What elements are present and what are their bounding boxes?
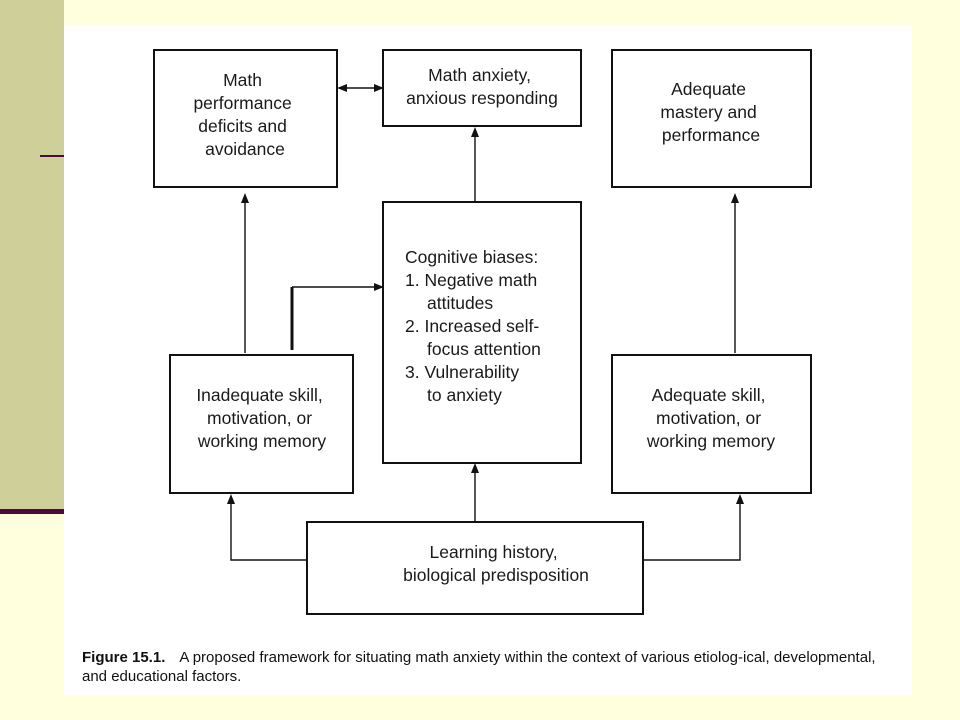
arrowhead-left — [337, 84, 347, 92]
box-math-deficits — [153, 49, 338, 188]
label-line: biological predisposition — [403, 565, 589, 585]
label-math-deficits: Math performance deficits and avoidance — [193, 70, 296, 159]
label-line: 3. Vulnerability — [405, 362, 519, 382]
label-line: 1. Negative math — [405, 270, 537, 290]
box-math-anxiety — [382, 49, 582, 127]
arrowhead-up — [731, 193, 739, 203]
label-adequate-skill: Adequate skill, motivation, or working m… — [646, 385, 776, 451]
arrowhead-up — [227, 494, 235, 504]
label-math-anxiety: Math anxiety, anxious responding — [406, 65, 558, 108]
label-line: anxious responding — [406, 88, 558, 108]
label-line: Math anxiety, — [428, 65, 531, 85]
box-inadequate-skill — [169, 354, 354, 494]
label-line: Adequate skill, — [652, 385, 766, 405]
arrowhead-up — [471, 463, 479, 473]
label-line: to anxiety — [427, 385, 502, 405]
arrowhead-right — [374, 283, 384, 291]
slide-tick-mark — [40, 155, 64, 157]
label-line: Adequate — [671, 79, 746, 99]
label-line: working memory — [197, 431, 327, 451]
arrow-history-to-adequate — [643, 503, 741, 561]
label-adequate-mastery: Adequate mastery and performance — [660, 79, 761, 145]
label-line: performance — [193, 93, 291, 113]
arrowhead-up — [471, 127, 479, 137]
arrow-history-to-inadequate — [230, 503, 307, 561]
label-line: deficits and — [198, 116, 287, 136]
label-line: performance — [662, 125, 760, 145]
box-cognitive-biases — [382, 201, 582, 464]
arrowhead-up — [241, 193, 249, 203]
box-adequate-skill — [611, 354, 812, 494]
arrowhead-up — [736, 494, 744, 504]
box-adequate-mastery — [611, 49, 812, 188]
label-line: 2. Increased self- — [405, 316, 539, 336]
connectors — [227, 84, 744, 561]
label-line: Learning history, — [430, 542, 558, 562]
label-line: Inadequate skill, — [196, 385, 322, 405]
label-inadequate-skill: Inadequate skill, motivation, or working… — [196, 385, 327, 451]
label-line: Cognitive biases: — [405, 247, 538, 267]
arrowhead-right — [374, 84, 384, 92]
label-learning-history: Learning history, biological predisposit… — [403, 542, 589, 585]
label-cognitive-biases: Cognitive biases: 1. Negative math attit… — [405, 247, 546, 405]
slide-side-band — [0, 0, 64, 510]
caption-label: Figure 15.1. — [82, 649, 166, 666]
label-line: Math — [223, 70, 262, 90]
label-line: attitudes — [427, 293, 493, 313]
caption-text: A proposed framework for situating math … — [82, 649, 876, 685]
label-line: mastery and — [660, 102, 756, 122]
label-line: motivation, or — [207, 408, 312, 428]
label-line: motivation, or — [656, 408, 761, 428]
label-line: focus attention — [427, 339, 541, 359]
slide-divider-line — [0, 509, 64, 514]
box-learning-history — [306, 521, 644, 615]
label-line: avoidance — [205, 139, 285, 159]
figure-caption: Figure 15.1.A proposed framework for sit… — [82, 648, 902, 686]
label-line: working memory — [646, 431, 776, 451]
